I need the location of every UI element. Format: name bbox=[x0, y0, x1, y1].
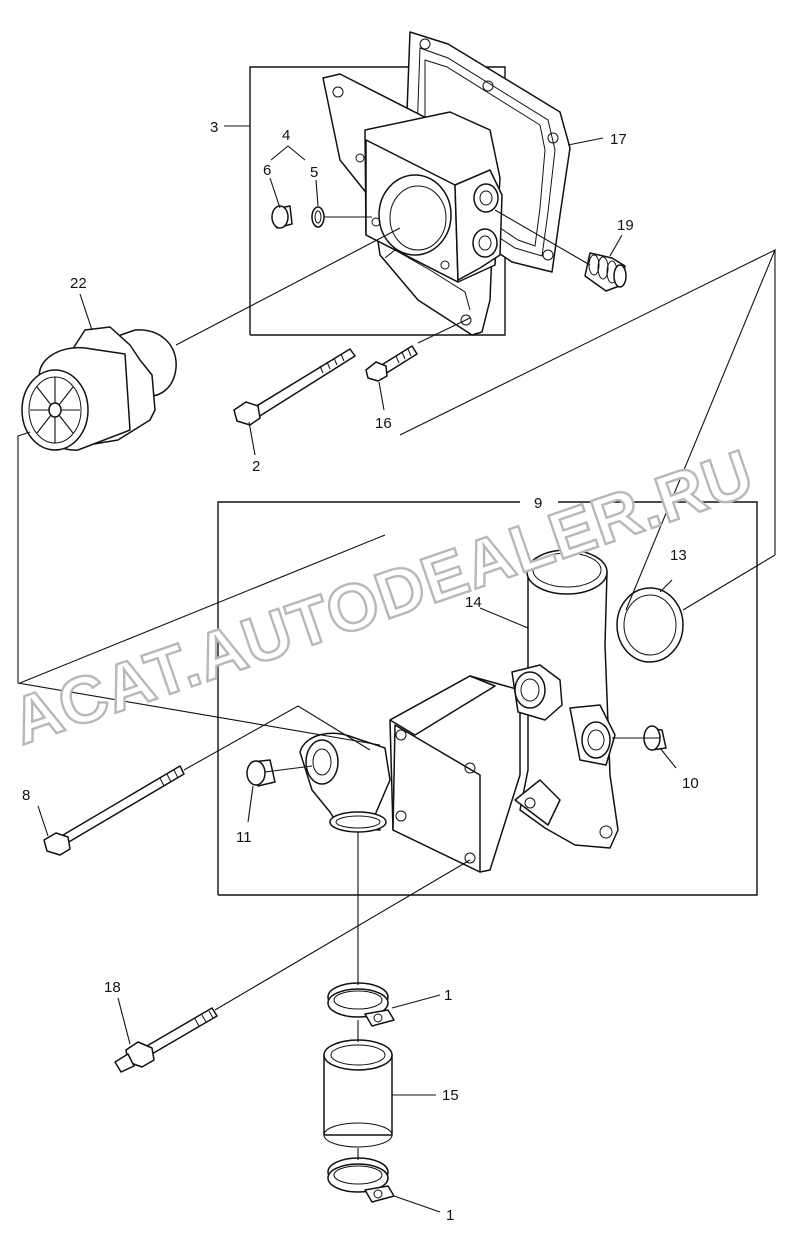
hose-clamp-1-lower bbox=[327, 1157, 395, 1203]
water-outlet-14 bbox=[299, 549, 619, 873]
callout-1-lower: 1 bbox=[446, 1207, 454, 1224]
thermostat-housing-3 bbox=[322, 73, 503, 336]
o-ring-5 bbox=[311, 206, 325, 228]
callout-5: 5 bbox=[310, 164, 318, 181]
callout-22: 22 bbox=[70, 275, 87, 292]
thermostat-housing-group-box bbox=[249, 66, 506, 336]
callout-8: 8 bbox=[22, 787, 30, 804]
plug-6 bbox=[271, 205, 293, 229]
hose-15 bbox=[323, 1039, 393, 1148]
callouts: 3 4 6 5 17 19 22 16 2 9 13 14 10 8 11 18… bbox=[22, 119, 699, 1224]
callout-2: 2 bbox=[252, 458, 260, 475]
callout-17: 17 bbox=[610, 131, 627, 148]
callout-13: 13 bbox=[670, 547, 687, 564]
callout-16: 16 bbox=[375, 415, 392, 432]
bolt-16 bbox=[365, 345, 418, 382]
hose-clamp-1-upper bbox=[327, 982, 395, 1027]
callout-18: 18 bbox=[104, 979, 121, 996]
stud-18 bbox=[114, 1007, 218, 1073]
water-outlet-group-box bbox=[217, 501, 758, 896]
bolt-2 bbox=[233, 348, 356, 426]
callout-14: 14 bbox=[465, 594, 482, 611]
leader-lines bbox=[17, 125, 777, 1213]
callout-19: 19 bbox=[617, 217, 634, 234]
bolt-8 bbox=[43, 765, 185, 856]
callout-1-upper: 1 bbox=[444, 987, 452, 1004]
thermostat-22 bbox=[21, 326, 177, 451]
plug-11 bbox=[246, 759, 276, 787]
callout-4: 4 bbox=[282, 127, 290, 144]
callout-9: 9 bbox=[534, 495, 542, 512]
callout-6: 6 bbox=[263, 162, 271, 179]
seal-ring-13 bbox=[616, 587, 684, 663]
callout-3: 3 bbox=[210, 119, 218, 136]
cap-19 bbox=[584, 252, 627, 292]
callout-10: 10 bbox=[682, 775, 699, 792]
callout-11: 11 bbox=[236, 829, 252, 846]
callout-15: 15 bbox=[442, 1087, 459, 1104]
